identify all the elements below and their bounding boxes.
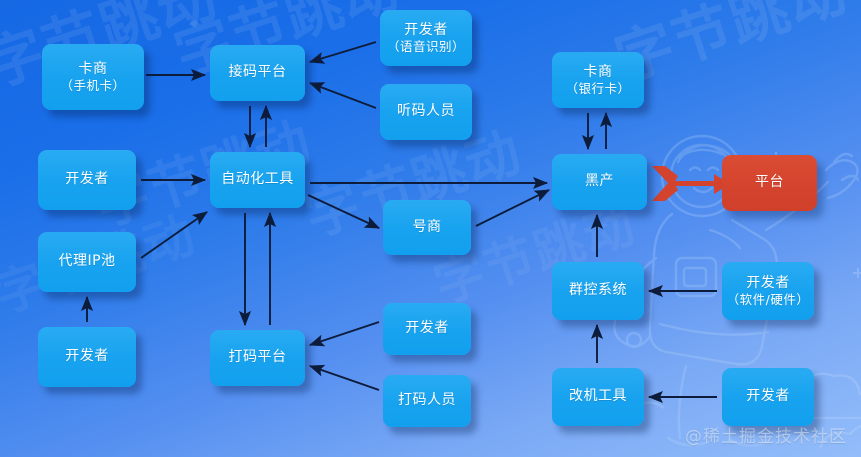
node-gaiji[interactable]: 改机工具 xyxy=(552,368,644,426)
node-haoshang[interactable]: 号商 xyxy=(383,200,471,255)
node-label: 接码平台 xyxy=(228,64,287,81)
node-dev_proxy[interactable]: 开发者 xyxy=(38,327,136,387)
node-kashang_bank[interactable]: 卡商（银行卡） xyxy=(552,52,644,108)
node-kashang_sim[interactable]: 卡商（手机卡） xyxy=(42,44,144,110)
node-label: 开发者 xyxy=(746,388,790,405)
edge-ting_ma-to-jiema xyxy=(308,82,377,109)
node-sublabel: （语音识别） xyxy=(386,38,465,54)
node-label: 开发者（语音识别） xyxy=(386,21,465,54)
node-qunkong[interactable]: 群控系统 xyxy=(552,262,644,320)
node-dama_plat[interactable]: 打码平台 xyxy=(210,330,305,386)
node-dev_dama[interactable]: 开发者 xyxy=(383,303,471,355)
node-label: 开发者（软件/硬件） xyxy=(726,274,810,307)
node-dev_auto[interactable]: 开发者 xyxy=(38,150,136,210)
node-label: 代理IP池 xyxy=(58,253,116,270)
edge-dev_voice-to-jiema xyxy=(308,41,377,64)
edge-proxy_ip-to-auto_tool xyxy=(140,211,208,259)
node-ting_ma[interactable]: 听码人员 xyxy=(380,84,472,140)
node-label: 黑产 xyxy=(585,173,614,190)
node-jiema[interactable]: 接码平台 xyxy=(210,45,305,101)
edge-haoshang-to-heichan xyxy=(475,189,551,227)
node-platform[interactable]: 平台 xyxy=(722,155,817,211)
red-impact-arrow-icon xyxy=(652,166,730,201)
node-label: 群控系统 xyxy=(569,282,627,299)
node-proxy_ip[interactable]: 代理IP池 xyxy=(38,232,136,292)
edge-dama_people-to-dama_plat xyxy=(308,364,380,391)
node-label: 打码人员 xyxy=(398,392,456,409)
node-sublabel: （银行卡） xyxy=(565,80,631,96)
node-label: 自动化工具 xyxy=(221,171,294,188)
node-heichan[interactable]: 黑产 xyxy=(552,154,647,210)
node-sublabel: （软件/硬件） xyxy=(726,291,810,307)
edge-dev_dama-to-dama_plat xyxy=(308,321,380,347)
node-label: 号商 xyxy=(412,218,442,235)
node-dev_hw[interactable]: 开发者（软件/硬件） xyxy=(722,262,814,320)
node-label: 开发者 xyxy=(65,348,109,365)
node-dev_voice[interactable]: 开发者（语音识别） xyxy=(380,10,472,66)
node-dev_gaiji[interactable]: 开发者 xyxy=(722,368,814,426)
node-label: 改机工具 xyxy=(569,388,627,405)
community-credit-watermark: @稀土掘金技术社区 xyxy=(685,427,847,447)
node-label: 听码人员 xyxy=(397,103,455,120)
node-auto_tool[interactable]: 自动化工具 xyxy=(210,152,305,208)
node-label: 打码平台 xyxy=(228,349,287,366)
node-label: 卡商（手机卡） xyxy=(60,60,126,93)
edge-auto_tool-to-haoshang xyxy=(307,194,381,229)
node-label: 开发者 xyxy=(405,320,449,337)
node-label: 平台 xyxy=(755,174,784,191)
node-label: 卡商（银行卡） xyxy=(565,63,631,96)
node-label: 开发者 xyxy=(65,171,109,188)
node-sublabel: （手机卡） xyxy=(60,77,126,93)
node-dama_people[interactable]: 打码人员 xyxy=(383,375,471,427)
